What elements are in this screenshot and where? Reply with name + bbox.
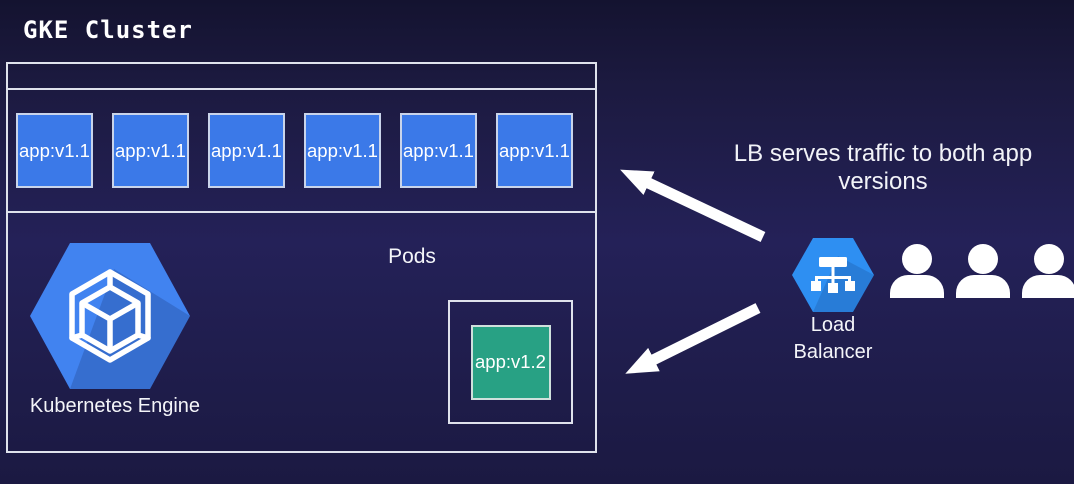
pod-label: app:v1.1	[19, 139, 90, 161]
user-icon	[890, 244, 944, 298]
pod-v1-1-box: app:v1.1	[400, 113, 477, 188]
load-balancer-icon	[792, 238, 874, 312]
kubernetes-engine-label: Kubernetes Engine	[29, 395, 201, 417]
pod-label: app:v1.1	[499, 139, 570, 161]
pod-v1-1-box: app:v1.1	[208, 113, 285, 188]
pod-v1-1-box: app:v1.1	[112, 113, 189, 188]
diagram-title: GKE Cluster	[23, 16, 193, 44]
pod-v1-1-box: app:v1.1	[304, 113, 381, 188]
user-icon	[1022, 244, 1074, 298]
pod-v1-2-box: app:v1.2	[470, 324, 551, 400]
pod-v1-1-box: app:v1.1	[496, 113, 573, 188]
pod-label: app:v1.1	[211, 139, 282, 161]
canary-pod-container: app:v1.2	[448, 300, 573, 424]
pod-label: app:v1.1	[307, 139, 378, 161]
pods-label: Pods	[388, 245, 436, 268]
pod-label: app:v1.2	[475, 351, 546, 372]
pod-label: app:v1.1	[403, 139, 474, 161]
lb-annotation-text: LB serves traffic to both app versions	[733, 140, 1033, 195]
pods-row: app:v1.1 app:v1.1 app:v1.1 app:v1.1 app:…	[8, 90, 595, 213]
arrow-to-v1-2-pod	[625, 303, 761, 374]
gke-cluster-box: app:v1.1 app:v1.1 app:v1.1 app:v1.1 app:…	[6, 62, 597, 453]
kubernetes-engine-icon	[30, 243, 190, 389]
user-icon	[956, 244, 1010, 298]
cluster-header-band	[8, 64, 595, 90]
pod-label: app:v1.1	[115, 139, 186, 161]
load-balancer-label: Load Balancer	[793, 314, 873, 363]
pod-v1-1-box: app:v1.1	[16, 113, 93, 188]
users-icon-group	[889, 244, 1074, 298]
